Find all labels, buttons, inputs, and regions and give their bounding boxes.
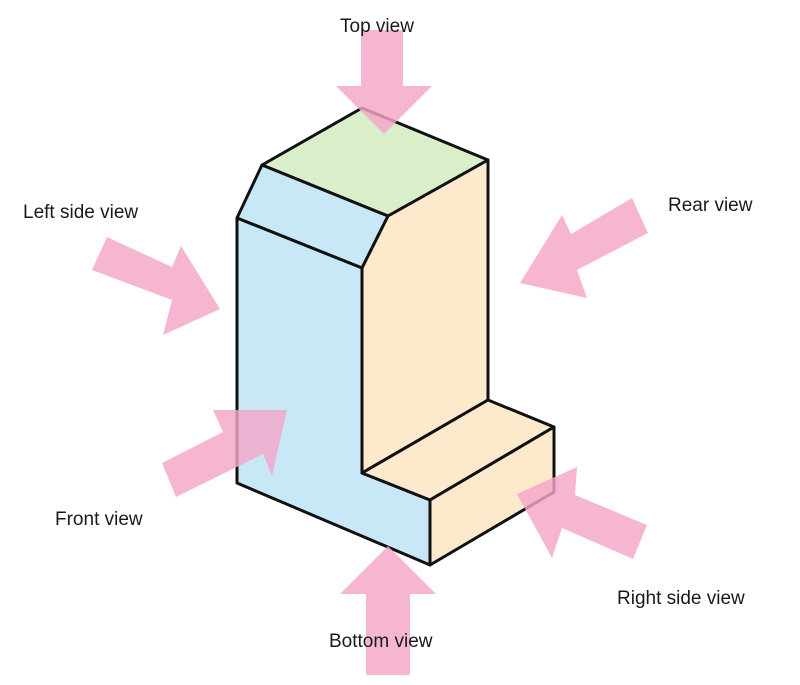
- label-left-side-view: Left side view: [23, 202, 139, 223]
- label-bottom-view: Bottom view: [329, 631, 433, 652]
- isometric-block: [235, 106, 556, 567]
- arrow-front-view: [162, 410, 287, 497]
- arrow-right-side-view: [517, 467, 647, 559]
- arrow-left-side-view: [92, 237, 220, 335]
- label-rear-view: Rear view: [668, 195, 753, 216]
- arrow-rear-view: [520, 198, 648, 298]
- label-right-side-view: Right side view: [617, 588, 745, 609]
- label-top-view: Top view: [340, 16, 414, 37]
- view-arrows: [92, 30, 648, 675]
- arrow-bottom-view: [340, 546, 436, 675]
- label-front-view: Front view: [55, 509, 143, 530]
- arrow-top-view: [336, 30, 432, 134]
